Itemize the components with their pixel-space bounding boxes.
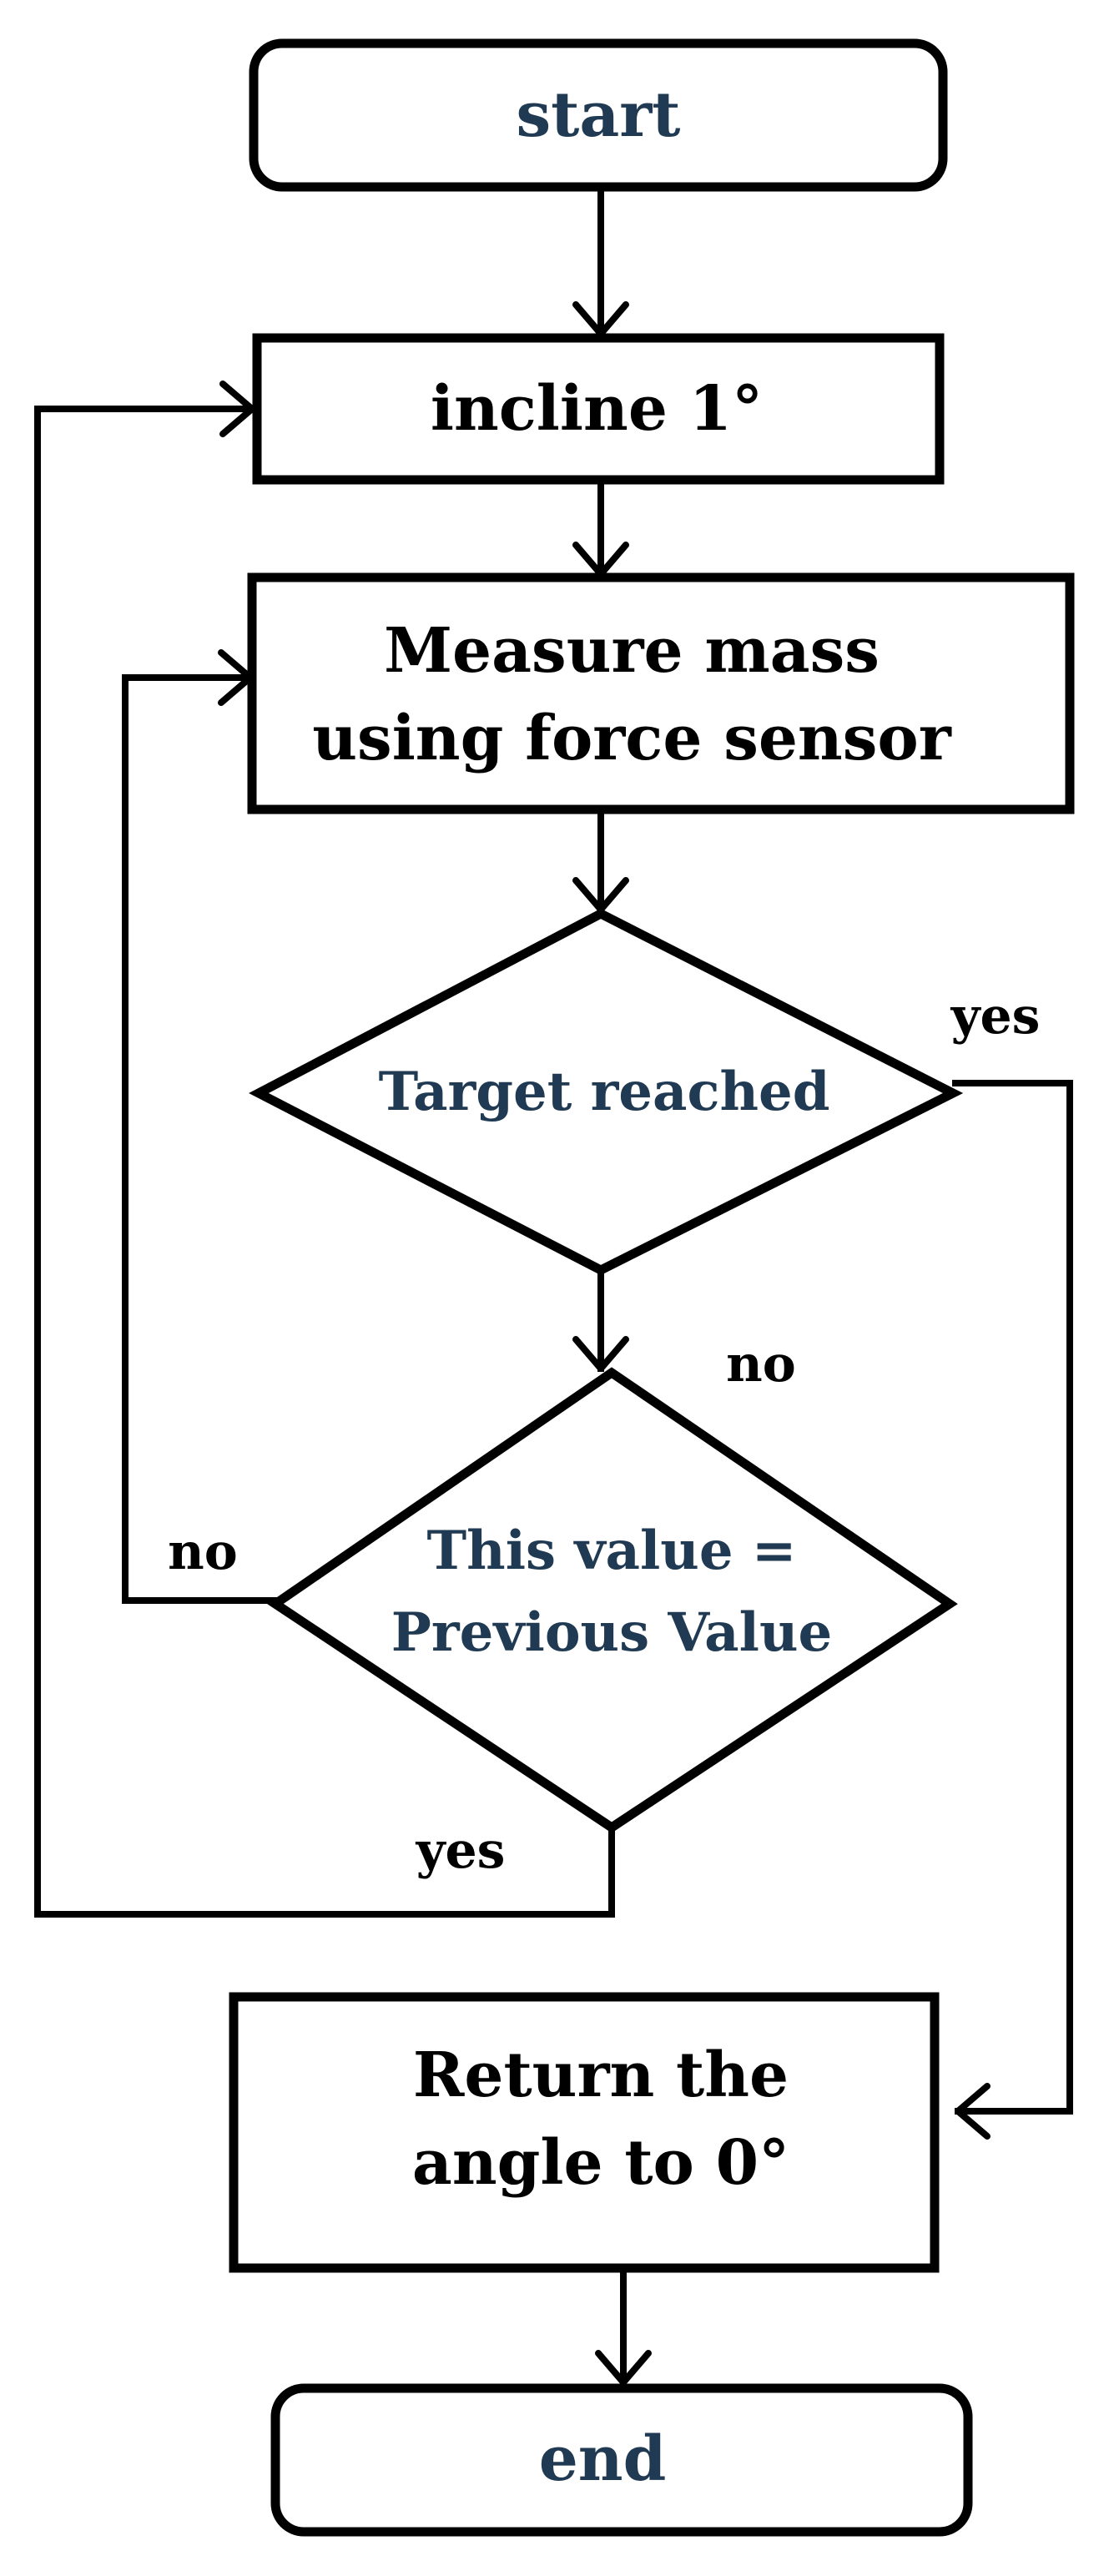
edge-label-target-yes: yes — [950, 987, 1041, 1046]
return-label-line1: Return the — [413, 2039, 789, 2111]
node-incline: incline 1° — [252, 333, 945, 485]
node-compare-decision: This value = Previous Value — [267, 1367, 958, 1833]
incline-process-shape — [252, 333, 945, 485]
arrowhead-return-to-end — [595, 2350, 652, 2386]
return-label-line2: angle to 0° — [412, 2127, 789, 2199]
end-label: end — [539, 2423, 667, 2495]
target-decision-shape — [249, 908, 964, 1276]
connectors — [34, 184, 1073, 2386]
arrowhead-target-yes-to-return — [955, 2083, 991, 2140]
compare-decision-shape — [267, 1367, 958, 1833]
start-terminator-shape — [249, 38, 948, 192]
edge-label-compare-yes: yes — [416, 1822, 506, 1880]
node-return: Return the angle to 0° — [229, 1992, 940, 2273]
measure-process-shape — [247, 572, 1075, 814]
connector-target-yes-to-return — [952, 1080, 1073, 2115]
measure-label-line2: using force sensor — [312, 703, 952, 774]
compare-label-line2: Previous Value — [391, 1601, 832, 1664]
arrowhead-compare-yes-to-incline — [219, 381, 255, 437]
edge-labels: yes no no yes — [168, 987, 1040, 1880]
measure-label-line1: Measure mass — [384, 615, 880, 687]
node-start: start — [249, 38, 948, 192]
edge-label-compare-no: no — [168, 1523, 238, 1581]
arrowhead-target-to-compare — [572, 1336, 629, 1372]
node-target-decision: Target reached — [249, 908, 964, 1276]
connector-compare-no-to-measure — [122, 674, 279, 1604]
return-process-shape — [229, 1992, 940, 2273]
compare-label-line1: This value = — [427, 1520, 797, 1582]
node-measure: Measure mass using force sensor — [247, 572, 1075, 814]
node-end: end — [270, 2383, 973, 2537]
target-label: Target reached — [379, 1061, 830, 1123]
connector-compare-yes-to-incline — [34, 406, 615, 1918]
edge-label-target-no: no — [726, 1335, 796, 1394]
incline-label: incline 1° — [431, 373, 763, 445]
end-terminator-shape — [270, 2383, 973, 2537]
start-label: start — [517, 79, 681, 151]
